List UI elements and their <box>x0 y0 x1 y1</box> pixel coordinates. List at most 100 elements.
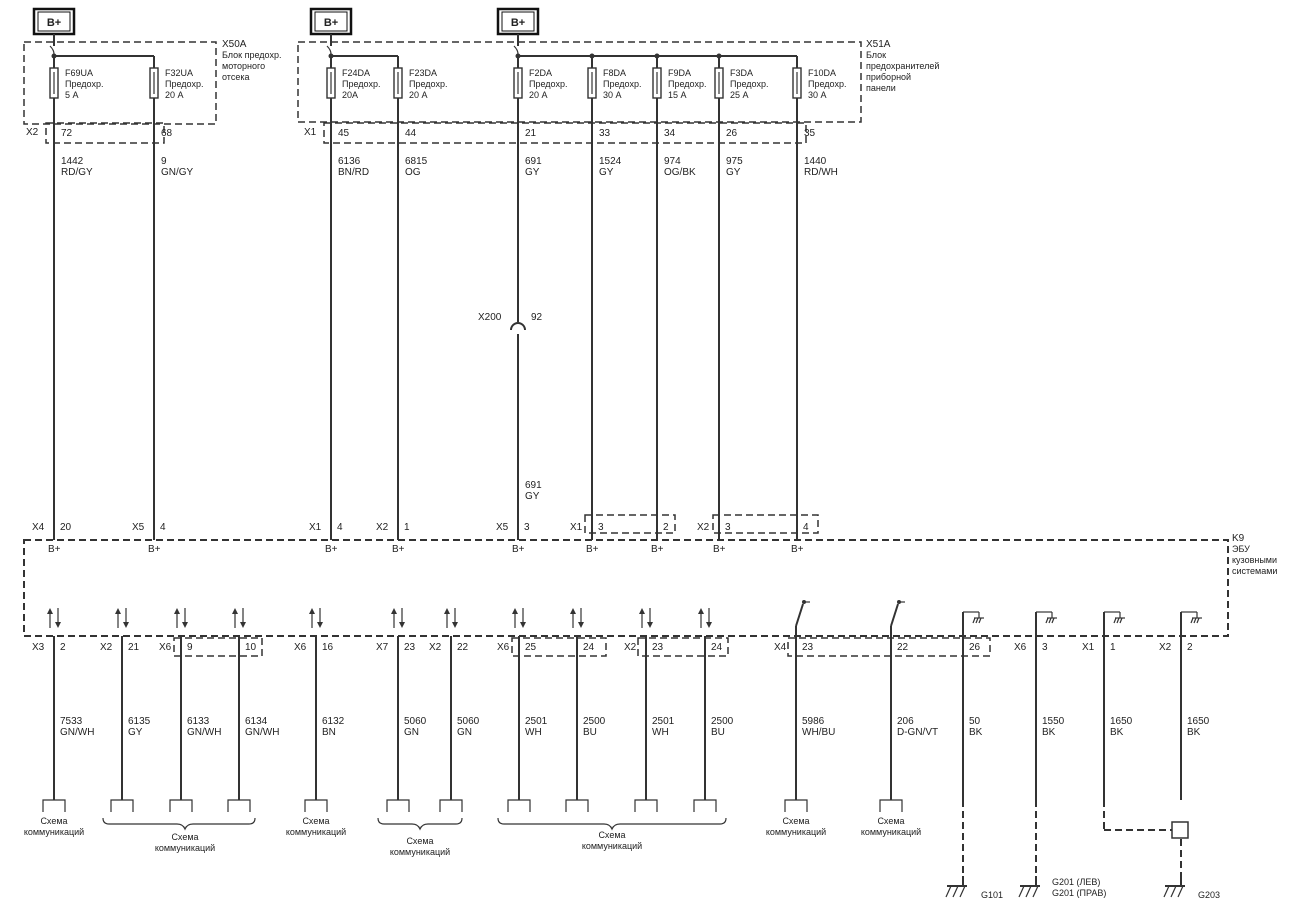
chassis-ground-icon <box>962 611 984 636</box>
wire-label-color: WH/BU <box>802 727 835 738</box>
module-in-connector: X2 <box>376 522 389 533</box>
fuse-rating: 30 А <box>603 90 622 100</box>
fuse-name: F3DA <box>730 68 753 78</box>
top-pin-number: 34 <box>664 128 676 139</box>
module-desc: кузовными <box>1232 555 1277 565</box>
comm-connector-icon <box>304 799 328 812</box>
comm-label-line1: Схема <box>598 830 625 840</box>
module-out-pin: 2 <box>1187 642 1193 653</box>
wire-label-number: 7533 <box>60 716 83 727</box>
fuse-rating: 25 А <box>730 90 749 100</box>
comm-connector-icon <box>879 799 903 812</box>
wire-label-color: BK <box>1187 727 1201 738</box>
wire-label-color: OG/BK <box>664 167 696 178</box>
fuse-block-x51a-desc: предохранителей <box>866 61 939 71</box>
bidirectional-arrow-icon <box>444 608 458 628</box>
comm-label-line2: коммуникаций <box>24 827 84 837</box>
module-in-connector: X5 <box>496 522 509 533</box>
connector-x1-ref: X1 <box>304 127 317 138</box>
ground-label-g201-right: G201 (ПРАВ) <box>1052 888 1106 898</box>
comm-connector-icon <box>565 799 589 812</box>
top-pin-number: 35 <box>804 128 816 139</box>
top-pin-number: 44 <box>405 128 417 139</box>
comm-label-line2: коммуникаций <box>286 827 346 837</box>
module-k9-outline <box>23 539 1229 637</box>
module-out-pin: 23 <box>802 642 814 653</box>
module-bplus-pin: B+ <box>713 544 726 555</box>
wire-label-number: 6133 <box>187 716 210 727</box>
wire-label-number: 6136 <box>338 156 361 167</box>
wire-label-color: GN/WH <box>187 727 221 738</box>
wire-label-number: 6815 <box>405 156 428 167</box>
wire-label-number: 50 <box>969 716 981 727</box>
fuse-block-x50a-desc: моторного <box>222 61 265 71</box>
bottom-connector-x6-outline <box>511 637 607 657</box>
bidirectional-arrow-icon <box>639 608 653 628</box>
module-in-pin: 3 <box>598 522 604 533</box>
comm-label-line2: коммуникаций <box>766 827 826 837</box>
fuse-name: F24DA <box>342 68 370 78</box>
supply-bus-2 <box>326 34 398 59</box>
module-out-pin: 23 <box>404 642 416 653</box>
bottom-connector-x4-outline <box>787 637 991 657</box>
wire-label-number: 9 <box>161 156 167 167</box>
bidirectional-arrow-icon <box>174 608 188 628</box>
wire-label-number: 2501 <box>525 716 548 727</box>
fuse-type: Предохр. <box>409 79 447 89</box>
wire-label-number: 2500 <box>583 716 606 727</box>
comm-label-line1: Схема <box>40 816 67 826</box>
module-in-pin: 4 <box>803 522 809 533</box>
comm-connector-icon <box>507 799 531 812</box>
fuse-block-x51a-desc: Блок <box>866 50 886 60</box>
module-out-connector: X7 <box>376 642 389 653</box>
wire-label-number: 2501 <box>652 716 675 727</box>
fuse-rating: 20 А <box>165 90 184 100</box>
comm-brace <box>377 817 463 831</box>
fuse-block-x51a-desc: панели <box>866 83 896 93</box>
wire-label-number: 5060 <box>404 716 427 727</box>
wire-label-color: BK <box>1042 727 1056 738</box>
bidirectional-arrow-icon <box>391 608 405 628</box>
fuse-name: F8DA <box>603 68 626 78</box>
chassis-ground-icon <box>1180 611 1202 636</box>
comm-brace <box>497 817 727 831</box>
wire-label-color: GY <box>525 167 540 178</box>
fuse-rating: 15 А <box>668 90 687 100</box>
fuse-name: F2DA <box>529 68 552 78</box>
wire-label-color: GN/WH <box>245 727 279 738</box>
comm-label-line2: коммуникаций <box>582 841 642 851</box>
module-bplus-pin: B+ <box>651 544 664 555</box>
module-out-connector: X6 <box>159 642 172 653</box>
module-out-connector: X6 <box>294 642 307 653</box>
fuse-block-x51a-ref: X51A <box>866 39 891 50</box>
inline-connector-pin: 92 <box>531 312 543 323</box>
fuse-rating: 30 А <box>808 90 827 100</box>
module-bplus-pin: B+ <box>512 544 525 555</box>
inline-connector-x200: X200 92 <box>478 312 543 340</box>
module-out-pin: 1 <box>1110 642 1116 653</box>
ground-label-g201-left: G201 (ЛЕВ) <box>1052 877 1100 887</box>
wire-label-number: 691 <box>525 480 542 491</box>
fuse-type: Предохр. <box>165 79 203 89</box>
wire-label-color: D-GN/VT <box>897 727 938 738</box>
ground-lines <box>962 800 1189 876</box>
wire-label-color: GN <box>457 727 472 738</box>
module-bplus-pin: B+ <box>392 544 405 555</box>
top-pin-number: 72 <box>61 128 73 139</box>
top-pin-number: 45 <box>338 128 350 139</box>
module-out-pin: 24 <box>711 642 723 653</box>
module-in-pin: 3 <box>725 522 731 533</box>
bidirectional-arrow-icon <box>47 608 61 628</box>
connector-x1-outline <box>323 122 807 144</box>
top-pin-number: 68 <box>161 128 173 139</box>
module-desc: ЭБУ <box>1232 544 1250 554</box>
wire-label-number: 6132 <box>322 716 345 727</box>
bidirectional-arrow-icon <box>570 608 584 628</box>
comm-label-line2: коммуникаций <box>861 827 921 837</box>
comm-connector-icon <box>386 799 410 812</box>
wire-label-number: 974 <box>664 156 681 167</box>
module-in-connector: X5 <box>132 522 145 533</box>
